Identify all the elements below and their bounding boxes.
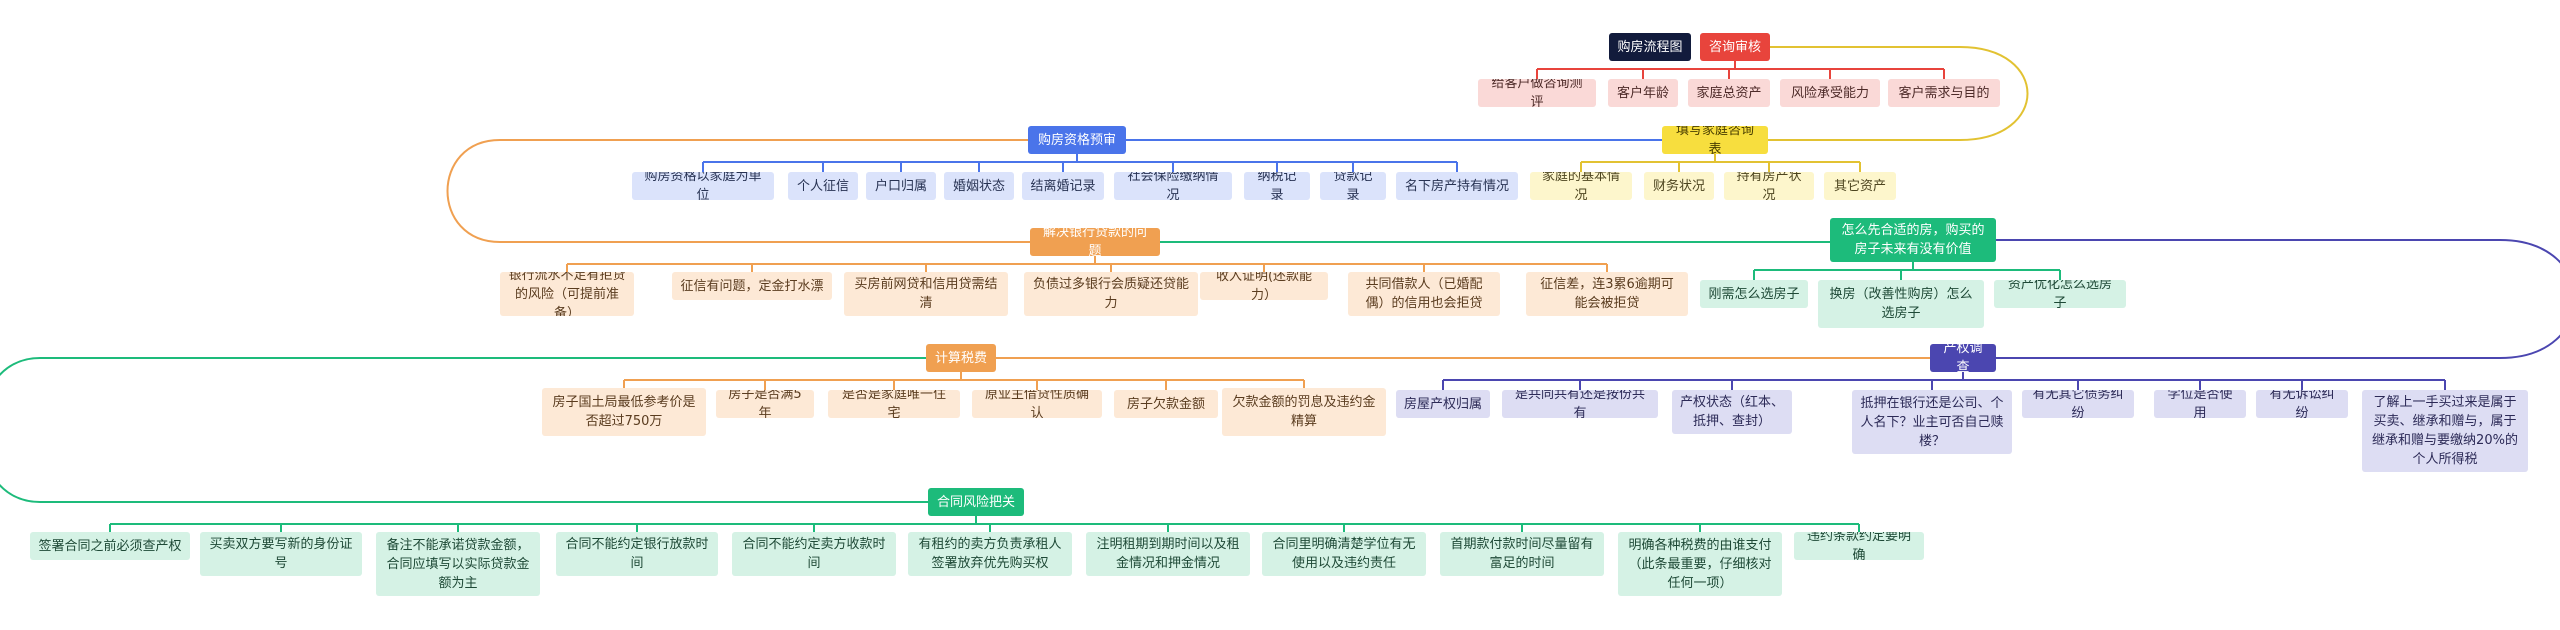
family-item[interactable]: 财务状况 bbox=[1644, 172, 1714, 200]
consult-item[interactable]: 客户需求与目的 bbox=[1888, 79, 2000, 107]
qualify-item[interactable]: 结离婚记录 bbox=[1022, 172, 1104, 200]
edge-flow bbox=[1996, 239, 2560, 359]
qualify-item[interactable]: 户口归属 bbox=[866, 172, 936, 200]
contract-item[interactable]: 签署合同之前必须查产权 bbox=[30, 532, 190, 560]
consult-item[interactable]: 家庭总资产 bbox=[1688, 79, 1770, 107]
qualify-item[interactable]: 个人征信 bbox=[788, 172, 858, 200]
title-item[interactable]: 了解上一手买过来是属于买卖、继承和赠与，属于继承和赠与要缴纳20%的个人所得税 bbox=[2362, 390, 2528, 472]
edge-flow bbox=[446, 139, 1030, 243]
branch-loan[interactable]: 解决银行贷款的问题 bbox=[1030, 228, 1160, 256]
loan-item[interactable]: 征信有问题，定金打水漂 bbox=[672, 272, 832, 300]
branch-family[interactable]: 填写家庭咨询表 bbox=[1662, 126, 1768, 154]
consult-item[interactable]: 风险承受能力 bbox=[1780, 79, 1880, 107]
contract-item[interactable]: 合同不能约定卖方收款时间 bbox=[732, 532, 896, 576]
tax-item[interactable]: 原业主借贷性质确认 bbox=[972, 390, 1102, 418]
tax-item[interactable]: 是否是家庭唯一住宅 bbox=[828, 390, 960, 418]
contract-item[interactable]: 有租约的卖方负责承租人签署放弃优先购买权 bbox=[908, 532, 1072, 576]
branch-title[interactable]: 产权调查 bbox=[1930, 344, 1996, 372]
contract-item[interactable]: 首期款付款时间尽量留有富足的时间 bbox=[1440, 532, 1604, 576]
tax-item[interactable]: 欠款金额的罚息及违约金精算 bbox=[1222, 388, 1386, 436]
contract-item[interactable]: 买卖双方要写新的身份证号 bbox=[200, 532, 362, 576]
branch-consult[interactable]: 咨询审核 bbox=[1700, 33, 1770, 61]
choose-item[interactable]: 资产优化怎么选房子 bbox=[1994, 280, 2126, 308]
contract-item[interactable]: 明确各种税费的由谁支付（此条最重要，仔细核对任何一项） bbox=[1618, 532, 1782, 596]
title-item[interactable]: 有无其它债务纠纷 bbox=[2022, 390, 2134, 418]
choose-item[interactable]: 刚需怎么选房子 bbox=[1700, 280, 1808, 308]
loan-item[interactable]: 买房前网贷和信用贷需结清 bbox=[844, 272, 1008, 316]
loan-item[interactable]: 收入证明(还款能力） bbox=[1200, 272, 1328, 300]
title-item[interactable]: 有无诉讼纠纷 bbox=[2256, 390, 2348, 418]
title-item[interactable]: 学位是否使用 bbox=[2154, 390, 2246, 418]
qualify-item[interactable]: 纳税记录 bbox=[1244, 172, 1310, 200]
contract-item[interactable]: 合同里明确清楚学位有无使用以及违约责任 bbox=[1262, 532, 1426, 576]
contract-item[interactable]: 注明租期到期时间以及租金情况和押金情况 bbox=[1086, 532, 1250, 576]
title-item[interactable]: 抵押在银行还是公司、个人名下？业主可否自己赎楼？ bbox=[1852, 390, 2012, 454]
title-item[interactable]: 产权状态（红本、抵押、查封） bbox=[1672, 390, 1792, 434]
tax-item[interactable]: 房子国土局最低参考价是否超过750万 bbox=[542, 388, 706, 436]
tax-item[interactable]: 房子欠款金额 bbox=[1114, 390, 1218, 418]
choose-item[interactable]: 换房（改善性购房）怎么选房子 bbox=[1818, 280, 1984, 328]
qualify-item[interactable]: 婚姻状态 bbox=[944, 172, 1014, 200]
tax-item[interactable]: 房子是否满5年 bbox=[716, 390, 814, 418]
family-item[interactable]: 家庭的基本情况 bbox=[1530, 172, 1632, 200]
qualify-item[interactable]: 社会保险缴纳情况 bbox=[1114, 172, 1232, 200]
qualify-item[interactable]: 名下房产持有情况 bbox=[1396, 172, 1518, 200]
contract-item[interactable]: 违约条款约定要明确 bbox=[1794, 532, 1924, 560]
consult-item[interactable]: 客户年龄 bbox=[1608, 79, 1678, 107]
edge-flow bbox=[1768, 46, 2029, 141]
edge-flow bbox=[0, 357, 928, 503]
qualify-item[interactable]: 贷款记录 bbox=[1320, 172, 1386, 200]
consult-item[interactable]: 给客户做咨询测评 bbox=[1478, 79, 1596, 107]
contract-item[interactable]: 备注不能承诺贷款金额，合同应填写以实际贷款金额为主 bbox=[376, 532, 540, 596]
title-item[interactable]: 房屋产权归属 bbox=[1396, 390, 1490, 418]
loan-item[interactable]: 共同借款人（已婚配偶）的信用也会拒贷 bbox=[1348, 272, 1500, 316]
qualify-item[interactable]: 购房资格以家庭为单位 bbox=[632, 172, 774, 200]
branch-choose[interactable]: 怎么先合适的房，购买的房子未来有没有价值 bbox=[1830, 218, 1996, 262]
contract-item[interactable]: 合同不能约定银行放款时间 bbox=[556, 532, 718, 576]
root-node[interactable]: 购房流程图 bbox=[1609, 33, 1691, 61]
loan-item[interactable]: 负债过多银行会质疑还贷能力 bbox=[1024, 272, 1198, 316]
branch-contract[interactable]: 合同风险把关 bbox=[928, 488, 1024, 516]
loan-item[interactable]: 征信差，连3累6逾期可能会被拒贷 bbox=[1526, 272, 1688, 316]
family-item[interactable]: 持有房产状况 bbox=[1724, 172, 1814, 200]
branch-qualify[interactable]: 购房资格预审 bbox=[1028, 126, 1126, 154]
branch-tax[interactable]: 计算税费 bbox=[926, 344, 996, 372]
title-item[interactable]: 是共同共有还是按份共有 bbox=[1502, 390, 1658, 418]
loan-item[interactable]: 银行流水不足有拒贷的风险（可提前准备） bbox=[500, 272, 634, 316]
family-item[interactable]: 其它资产 bbox=[1824, 172, 1896, 200]
